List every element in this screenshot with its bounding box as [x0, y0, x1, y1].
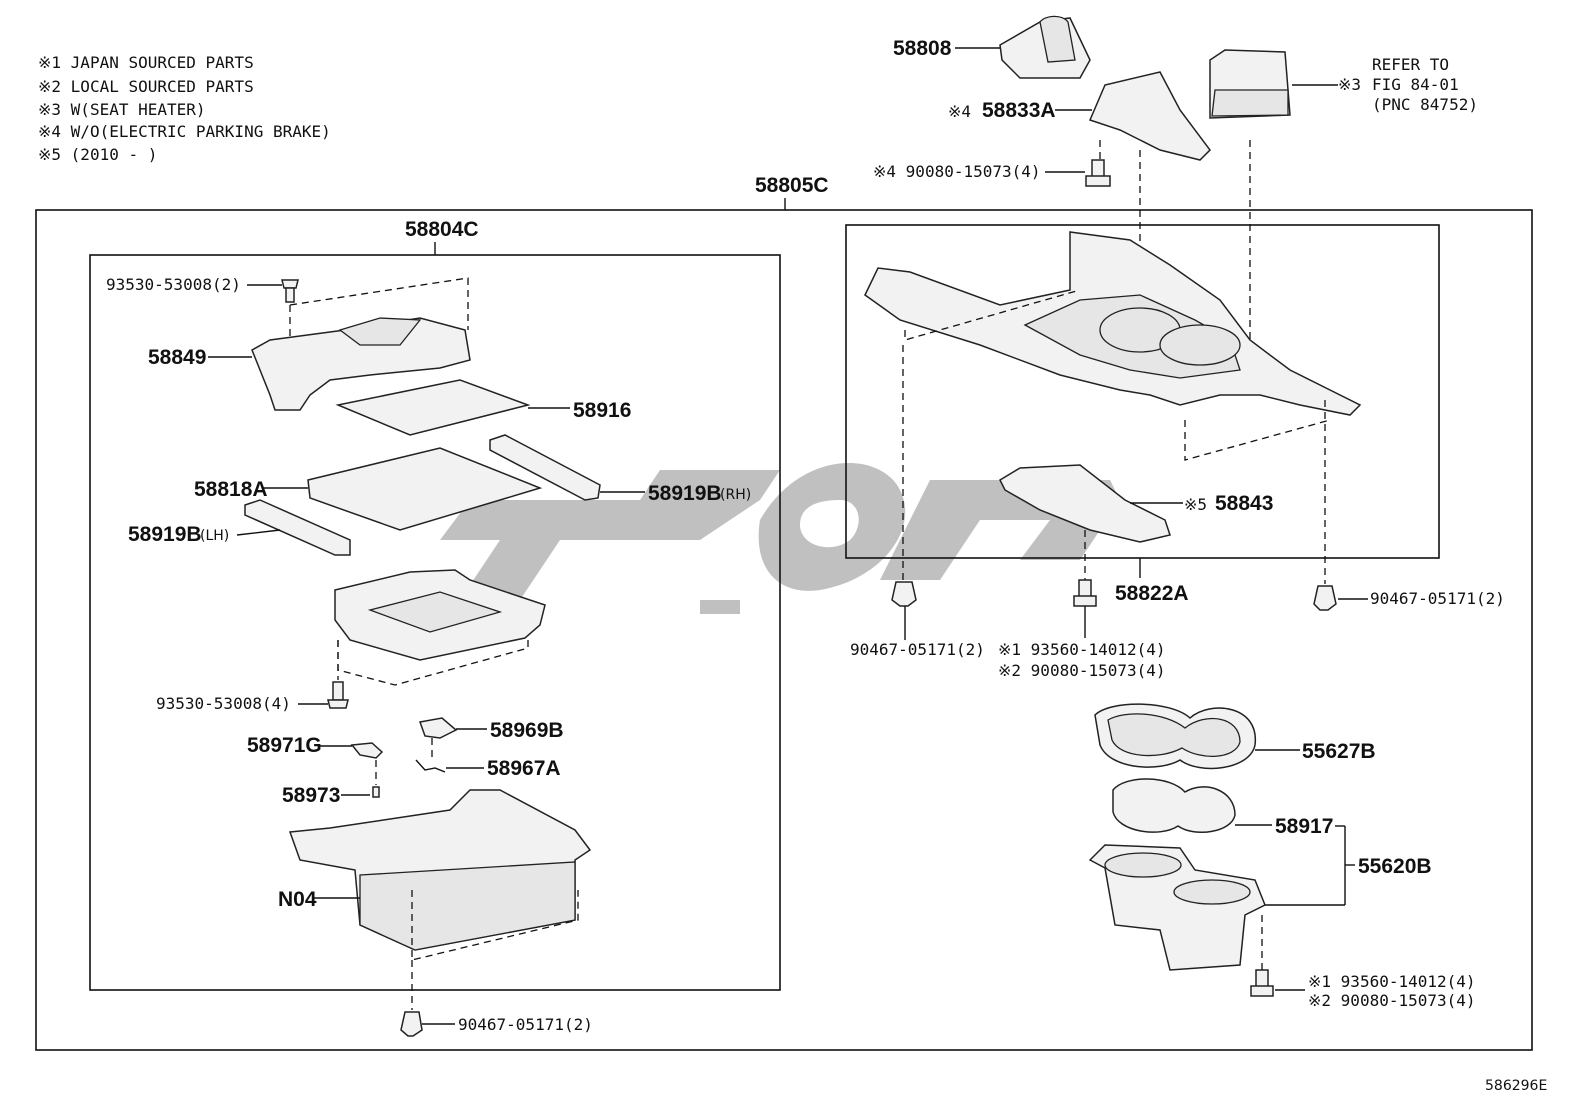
bracket-58833a-drawing — [1088, 71, 1211, 161]
screw-93530-bottom-drawing — [327, 681, 349, 709]
screw-93530-top-drawing — [281, 279, 299, 303]
label-58808: 58808 — [893, 37, 952, 60]
label-90080-bottom: ※2 90080-15073(4) — [1308, 991, 1476, 1010]
note-4: ※4 W/O(ELECTRIC PARKING BRAKE) — [38, 122, 331, 141]
label-58804c: 58804C — [405, 218, 479, 241]
cup-holder-trim-55627b-drawing — [1094, 703, 1256, 770]
label-58967a: 58967A — [487, 757, 561, 780]
label-90080-top: ※4 90080-15073(4) — [873, 162, 1041, 181]
figure-id: 586296E — [1485, 1078, 1547, 1094]
clip-90467-bottom-drawing — [400, 1011, 423, 1037]
screw-93560-mid-drawing — [1073, 579, 1097, 607]
label-90467-right: 90467-05171(2) — [1370, 589, 1505, 608]
storage-box-drawing — [334, 569, 546, 661]
refer-line-1: REFER TO — [1372, 55, 1449, 74]
part-58971g-drawing — [350, 742, 384, 759]
label-58833a: 58833A — [982, 99, 1056, 122]
label-58822a: 58822A — [1115, 582, 1189, 605]
label-58919b-lh: 58919B — [128, 523, 202, 546]
label-58917: 58917 — [1275, 815, 1333, 838]
note-5: ※5 (2010 - ) — [38, 145, 157, 164]
rail-58919b-rh-drawing — [489, 434, 601, 501]
label-58849: 58849 — [148, 346, 206, 369]
label-58973: 58973 — [282, 784, 340, 807]
label-93560-mid: ※1 93560-14012(4) — [998, 640, 1166, 659]
label-58919b-lh-side: (LH) — [200, 528, 229, 544]
footnotes: ※1 JAPAN SOURCED PARTS ※2 LOCAL SOURCED … — [38, 53, 331, 164]
note-2: ※2 LOCAL SOURCED PARTS — [38, 77, 254, 96]
mark-58843: ※5 — [1184, 495, 1207, 514]
assembly-58805c-frame — [35, 209, 1533, 1051]
label-90467-bottom: 90467-05171(2) — [458, 1015, 593, 1034]
label-58916: 58916 — [573, 399, 631, 422]
console-panel-drawing — [864, 231, 1362, 461]
refer-line-2: FIG 84-01 — [1372, 75, 1459, 94]
note-1: ※1 JAPAN SOURCED PARTS — [38, 53, 254, 72]
mat-58916-drawing — [335, 379, 531, 436]
mark-58833a: ※4 — [948, 102, 971, 121]
seat-heater-switch-drawing — [1209, 49, 1291, 119]
plate-58818a-drawing — [307, 447, 543, 531]
clip-90467-left-drawing — [891, 581, 917, 607]
label-58805c: 58805C — [755, 174, 829, 197]
label-n04: N04 — [278, 888, 317, 911]
label-55627b: 55627B — [1302, 740, 1376, 763]
label-58969b: 58969B — [490, 719, 564, 742]
label-58818a: 58818A — [194, 478, 268, 501]
base-housing-n04-drawing — [288, 789, 592, 951]
console-panel-frame — [845, 224, 1440, 559]
tray-58849-drawing — [251, 317, 471, 411]
label-55620b: 55620B — [1358, 855, 1432, 878]
label-93530-bottom: 93530-53008(4) — [156, 694, 291, 713]
part-58969b-drawing — [418, 717, 458, 739]
cup-holder-ring-58917-drawing — [1112, 778, 1236, 834]
clip-90467-right-drawing — [1313, 585, 1337, 611]
label-90080-mid: ※2 90080-15073(4) — [998, 661, 1166, 680]
cup-holder-55620b-drawing — [1088, 844, 1266, 971]
label-93530-top: 93530-53008(2) — [106, 275, 241, 294]
screw-93560-bottom-drawing — [1250, 969, 1274, 997]
bolt-90080-top-drawing — [1085, 159, 1111, 187]
shift-bezel-58808-drawing — [999, 15, 1091, 79]
label-58919b-rh-side: (RH) — [720, 487, 751, 503]
label-93560-bottom: ※1 93560-14012(4) — [1308, 972, 1476, 991]
tray-58843-drawing — [999, 464, 1171, 543]
rail-58919b-lh-drawing — [244, 499, 351, 556]
spring-58967a-drawing — [415, 759, 446, 773]
label-58843: 58843 — [1215, 492, 1273, 515]
note-3: ※3 W(SEAT HEATER) — [38, 100, 206, 119]
mark-refer: ※3 — [1338, 75, 1361, 94]
label-58971g: 58971G — [247, 734, 322, 757]
label-58919b-rh: 58919B — [648, 482, 722, 505]
refer-line-3: (PNC 84752) — [1372, 95, 1478, 114]
label-90467-left: 90467-05171(2) — [850, 640, 985, 659]
screw-58973-drawing — [372, 786, 380, 798]
